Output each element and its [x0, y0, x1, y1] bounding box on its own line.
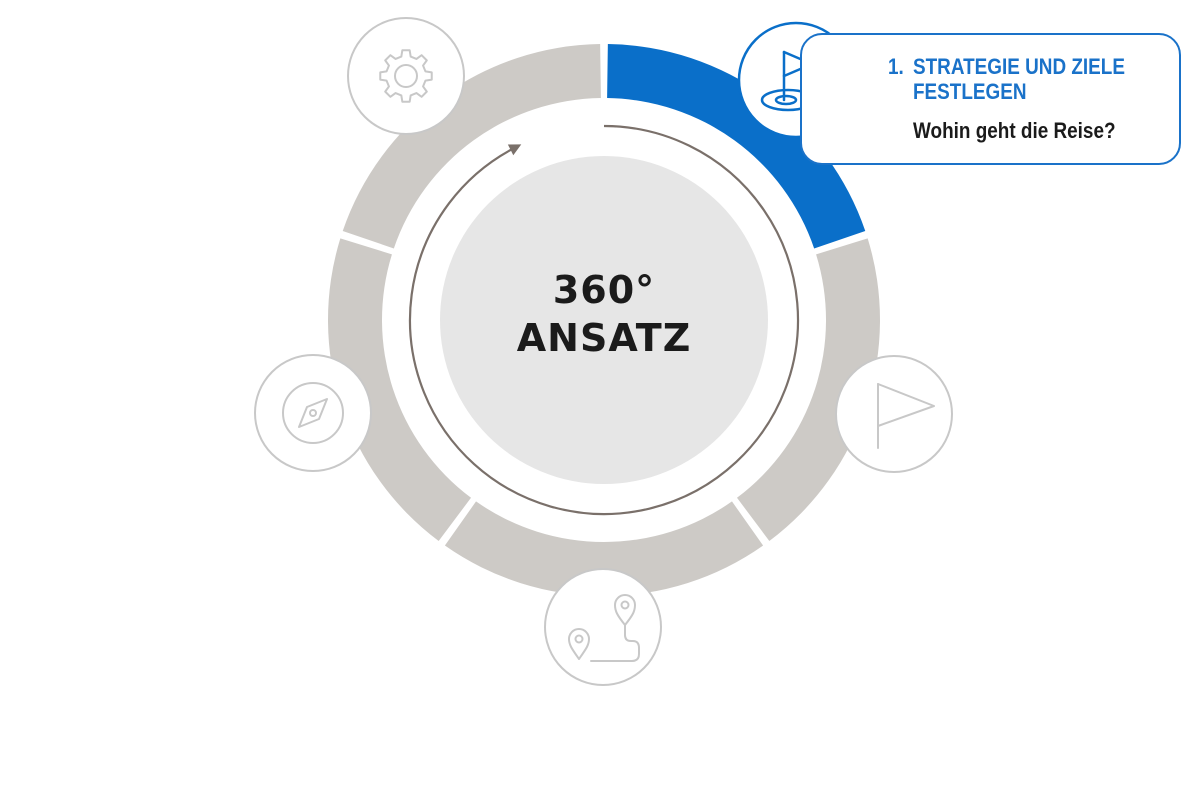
- step-title: STRATEGIE UND ZIELE FESTLEGEN: [913, 54, 1125, 104]
- ring-segments: [327, 44, 880, 596]
- step-2-icon-badge[interactable]: [835, 355, 953, 473]
- step-question: Wohin geht die Reise?: [913, 118, 1116, 143]
- center-disc: [440, 156, 768, 484]
- step-4-icon-badge[interactable]: [254, 354, 372, 472]
- gear-icon: [379, 49, 433, 103]
- ring-segment-step-3[interactable]: [444, 501, 764, 596]
- ring-segment-step-1[interactable]: [607, 44, 866, 249]
- center-title-line2: ANSATZ: [516, 316, 692, 360]
- ring-segment-step-4[interactable]: [327, 238, 472, 542]
- step-5-icon-badge[interactable]: [347, 17, 465, 135]
- route-pins-icon: [568, 594, 640, 662]
- ring-segment-step-5[interactable]: [342, 44, 601, 249]
- flag-icon: [877, 383, 935, 449]
- active-step-callout[interactable]: [800, 33, 1181, 165]
- step-number: 1.: [888, 54, 904, 79]
- ring-segment-step-2[interactable]: [736, 238, 880, 542]
- center-title-line1: 360°: [552, 268, 656, 312]
- center-title: 360° ANSATZ: [442, 266, 766, 362]
- step-3-icon-badge[interactable]: [544, 568, 662, 686]
- compass-icon: [282, 382, 344, 444]
- cycle-arrowhead: [507, 144, 522, 156]
- cycle-arrow: [408, 124, 800, 516]
